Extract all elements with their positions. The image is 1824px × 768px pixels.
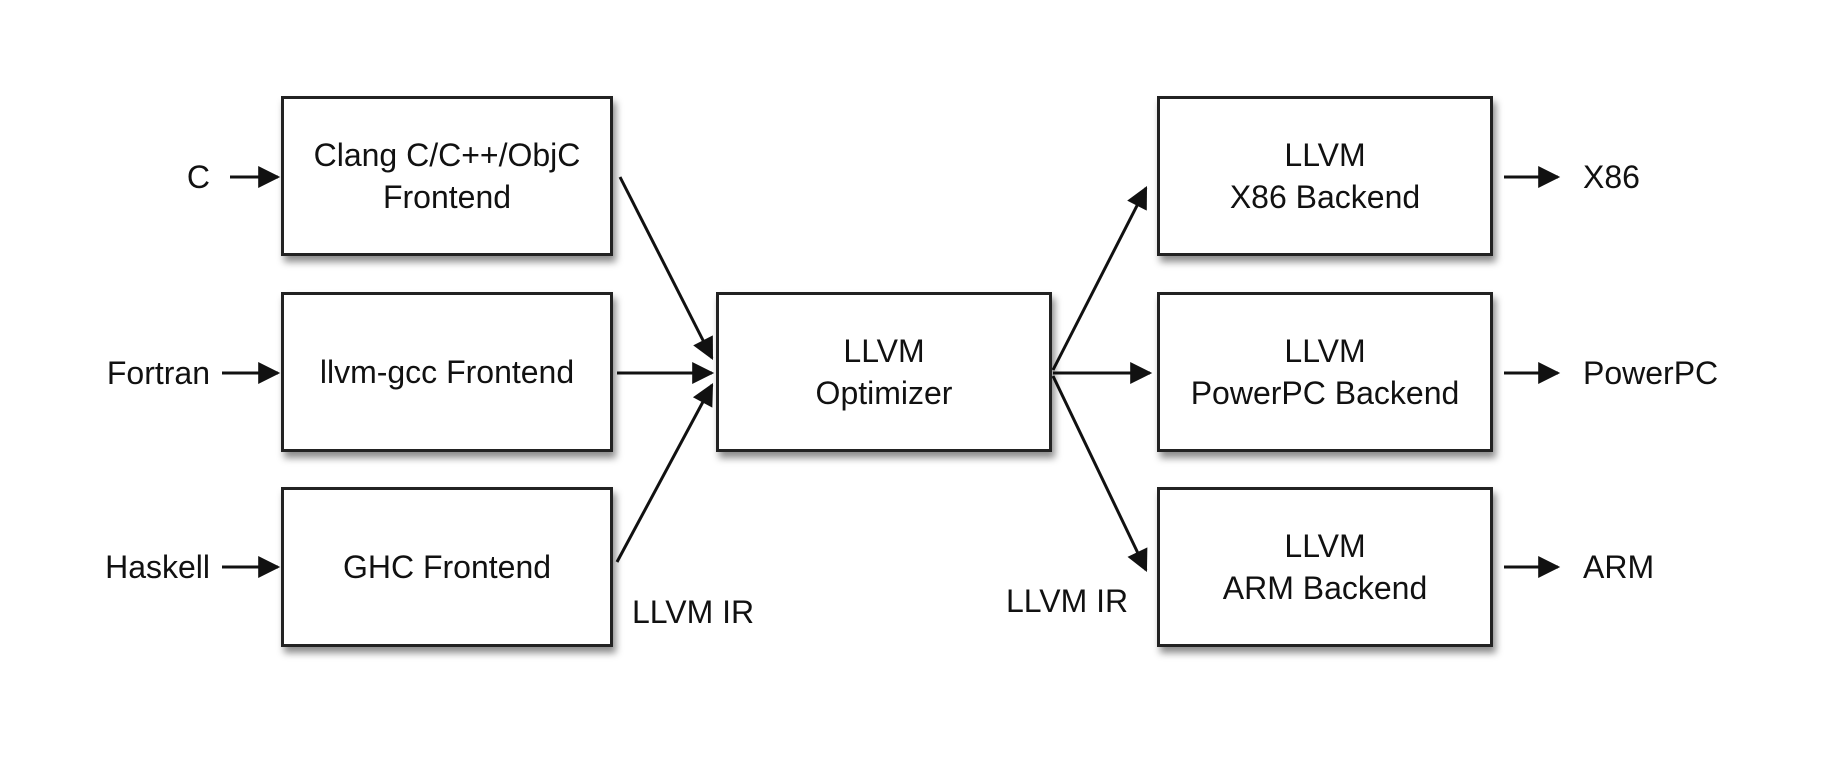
powerpc-backend-subtitle: PowerPC Backend xyxy=(1190,375,1460,411)
output-label-x86: X86 xyxy=(1583,159,1640,195)
x86-backend-subtitle: X86 Backend xyxy=(1229,179,1421,215)
ghc-frontend-title: GHC Frontend xyxy=(342,549,552,585)
powerpc-backend-title: LLVM xyxy=(1284,333,1366,369)
arrow-clang-to-optimizer xyxy=(618,176,714,360)
clang-frontend-title: Clang C/C++/ObjC xyxy=(313,137,581,173)
ghc-frontend-box: GHC Frontend xyxy=(281,487,613,647)
ir-label-right: LLVM IR xyxy=(1006,583,1129,619)
clang-frontend-box: Clang C/C++/ObjC Frontend xyxy=(281,96,613,256)
input-label-c: C xyxy=(186,159,210,195)
ir-label-left: LLVM IR xyxy=(632,594,755,630)
arm-backend-box: LLVM ARM Backend xyxy=(1157,487,1493,647)
optimizer-title: LLVM xyxy=(843,333,925,369)
arrow-ghc-to-optimizer xyxy=(615,383,714,563)
llvm-gcc-frontend-title: llvm-gcc Frontend xyxy=(319,354,575,390)
x86-backend-title: LLVM xyxy=(1284,137,1366,173)
llvm-optimizer-box: LLVM Optimizer xyxy=(716,292,1052,452)
output-label-powerpc: PowerPC xyxy=(1583,355,1719,391)
arrow-optimizer-to-x86 xyxy=(1051,186,1148,371)
arrow-optimizer-to-arm xyxy=(1051,375,1148,572)
input-label-fortran: Fortran xyxy=(106,355,210,391)
powerpc-backend-box: LLVM PowerPC Backend xyxy=(1157,292,1493,452)
arm-backend-title: LLVM xyxy=(1284,528,1366,564)
input-label-haskell: Haskell xyxy=(105,549,210,585)
output-label-arm: ARM xyxy=(1583,549,1655,585)
optimizer-subtitle: Optimizer xyxy=(815,375,953,411)
llvm-gcc-frontend-box: llvm-gcc Frontend xyxy=(281,292,613,452)
x86-backend-box: LLVM X86 Backend xyxy=(1157,96,1493,256)
clang-frontend-subtitle: Frontend xyxy=(382,179,512,215)
arm-backend-subtitle: ARM Backend xyxy=(1222,570,1428,606)
